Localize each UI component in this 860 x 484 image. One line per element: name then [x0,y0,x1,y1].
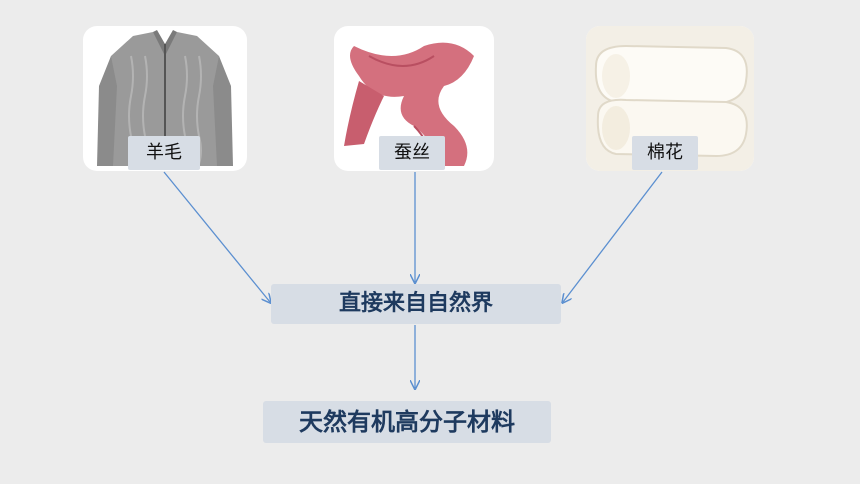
cotton-card: 棉花 [586,26,754,171]
silk-card: 蚕丝 [334,26,494,171]
material-label-cotton: 棉花 [632,136,698,170]
material-label-wool: 羊毛 [128,136,200,170]
source-box: 直接来自自然界 [271,284,561,324]
result-box: 天然有机高分子材料 [263,401,551,443]
arrow-cotton-to-source [563,171,663,302]
arrow-wool-to-source [163,171,270,302]
wool-card: 羊毛 [83,26,247,171]
silk-scarf-image [344,42,474,166]
cotton-quilt-image [586,26,754,171]
material-label-silk: 蚕丝 [379,136,445,170]
